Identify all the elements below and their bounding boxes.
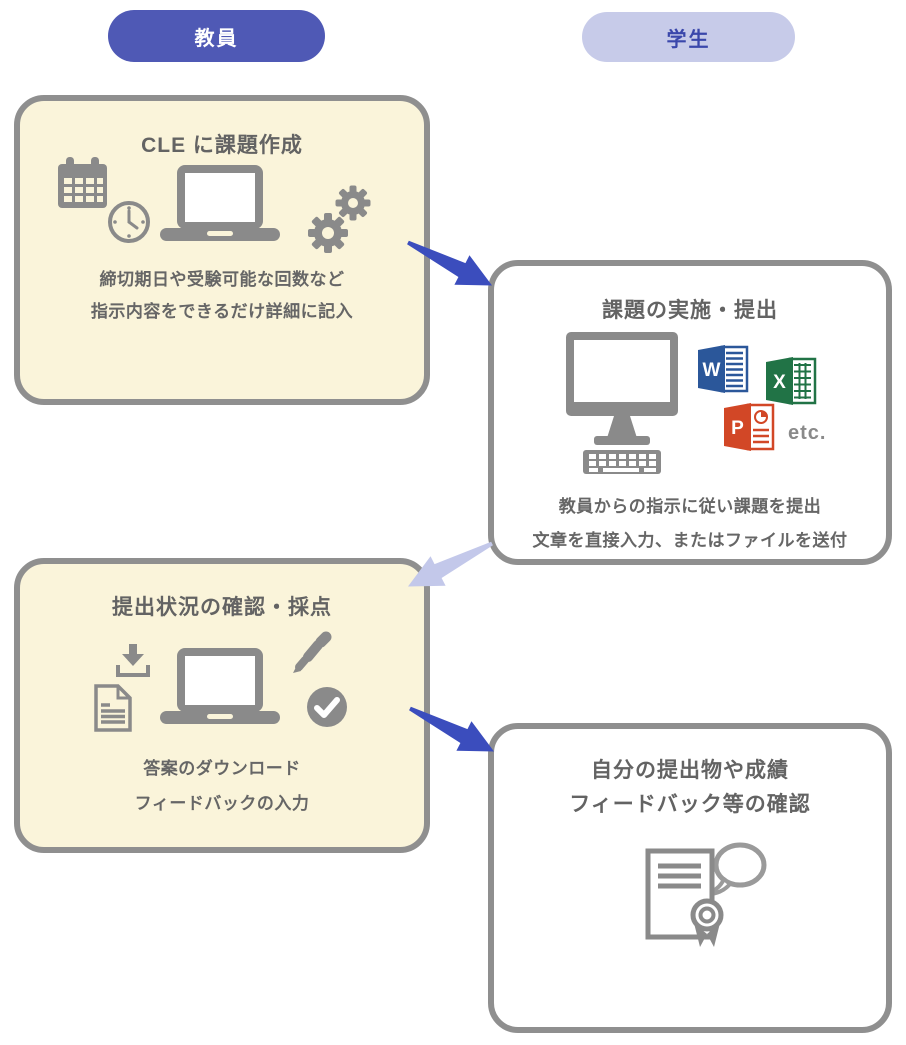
card-create-title: CLE に課題作成 xyxy=(141,134,303,157)
card-create-line2: 指示内容をできるだけ詳細に記入 xyxy=(90,302,354,321)
arrow-create-to-submit-icon xyxy=(406,237,494,289)
card-create-line1: 締切期日や受験可能な回数など xyxy=(99,270,345,289)
pen-icon xyxy=(290,630,336,676)
clock-icon xyxy=(106,199,152,245)
word-letter: W xyxy=(703,360,721,381)
student-lane-label: 学生 xyxy=(666,28,711,51)
student-lane-pill: 学生 xyxy=(582,12,795,62)
document-icon xyxy=(94,684,132,732)
card-grade-title: 提出状況の確認・採点 xyxy=(112,596,332,619)
card-create-assignment: CLE に課題作成 xyxy=(14,95,430,405)
arrow-grade-to-review-icon xyxy=(408,703,496,755)
card-submit-line1: 教員からの指示に従い課題を提出 xyxy=(558,497,822,516)
teacher-lane-label: 教員 xyxy=(194,27,239,50)
card-submit-title: 課題の実施・提出 xyxy=(602,299,778,322)
card-grade-line2: フィードバックの入力 xyxy=(134,794,310,813)
check-circle-icon xyxy=(306,686,348,728)
card-grade-line1: 答案のダウンロード xyxy=(143,759,301,778)
word-icon: W xyxy=(698,344,750,394)
powerpoint-letter: P xyxy=(731,418,744,439)
card-review-title2: フィードバック等の確認 xyxy=(569,793,811,816)
teacher-lane-pill: 教員 xyxy=(108,10,325,62)
card-review-feedback: 自分の提出物や成績 フィードバック等の確認 xyxy=(488,723,892,1033)
speech-bubble-icon xyxy=(713,842,767,888)
gears-icon xyxy=(303,179,375,257)
laptop-icon xyxy=(160,648,280,726)
card-do-submit-assignment: 課題の実施・提出 xyxy=(488,260,892,565)
card-submit-line2: 文章を直接入力、またはファイルを送付 xyxy=(532,531,848,550)
monitor-keyboard-icon xyxy=(566,332,678,474)
laptop-icon xyxy=(160,165,280,243)
card-review-title1: 自分の提出物や成績 xyxy=(591,759,789,782)
powerpoint-icon: P xyxy=(724,402,776,452)
download-icon xyxy=(116,644,150,678)
excel-letter: X xyxy=(773,372,786,393)
calendar-icon xyxy=(58,157,108,211)
arrow-submit-to-grade-icon xyxy=(406,538,494,590)
etc-label: etc. xyxy=(788,422,827,444)
excel-icon: X xyxy=(766,356,818,406)
card-check-grade: 提出状況の確認・採点 xyxy=(14,558,430,853)
certificate-feedback-icon xyxy=(644,839,776,953)
